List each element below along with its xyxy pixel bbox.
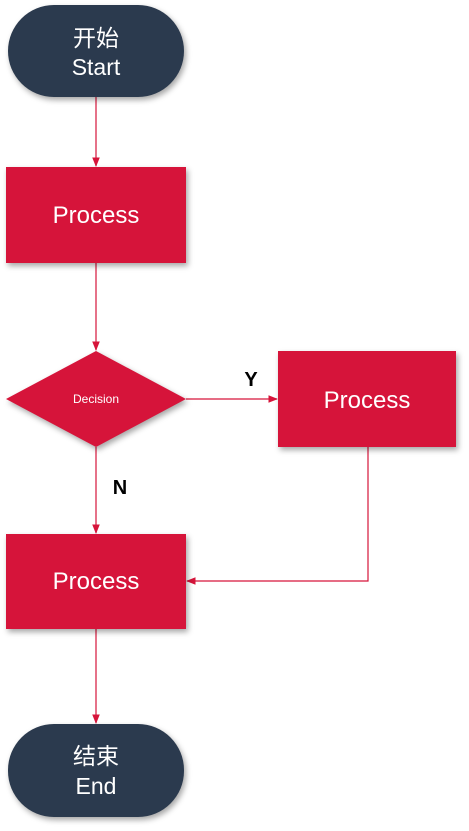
process2-node-shape: [6, 534, 186, 629]
process-yes-node: [278, 351, 456, 447]
no-label: N: [113, 477, 127, 499]
process-yes-node-label: Process: [324, 387, 411, 414]
process1-node-label: Process: [53, 202, 140, 229]
end-node-shape: [8, 724, 184, 817]
start-node-line1: 开始: [73, 25, 119, 51]
process1-node: [6, 167, 186, 263]
decision-node-label: Decision: [73, 392, 119, 406]
decision-node-shape: [6, 351, 186, 447]
start-node-line2: Start: [72, 54, 121, 80]
decision-node: [6, 351, 186, 447]
end-node-line1: 结束: [73, 743, 119, 769]
end-node: [8, 724, 184, 817]
edge-process-yes-process2: [186, 447, 369, 585]
start-node-shape: [8, 5, 184, 97]
yes-label: Y: [244, 369, 258, 391]
process1-node-shape: [6, 167, 186, 263]
process2-node: [6, 534, 186, 629]
start-node: [8, 5, 184, 97]
process-yes-node-shape: [278, 351, 456, 447]
process2-node-label: Process: [53, 568, 140, 595]
end-node-line2: End: [76, 773, 117, 799]
